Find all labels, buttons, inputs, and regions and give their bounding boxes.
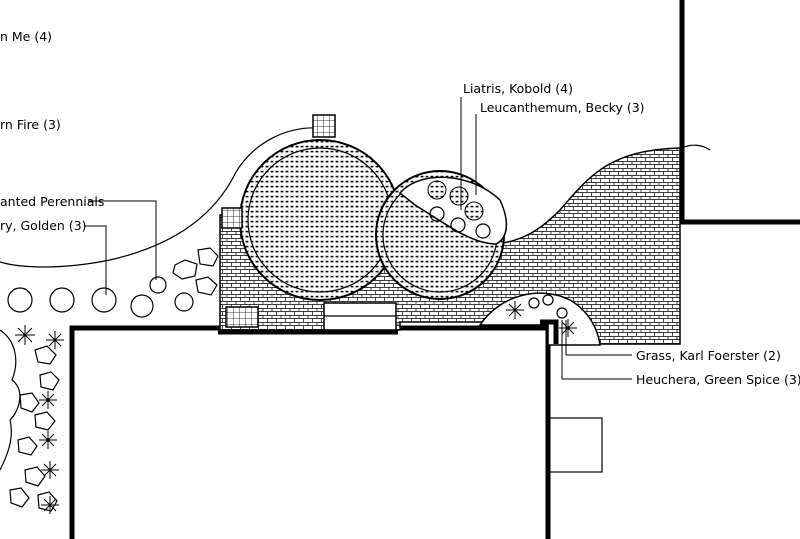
plant-label: ry, Golden (3) bbox=[0, 218, 87, 233]
crescent-planting-bed bbox=[398, 176, 508, 245]
planting-bed-lower bbox=[478, 292, 601, 346]
circle-patio-large bbox=[239, 139, 401, 301]
lower-bed-plants bbox=[528, 294, 568, 319]
plant-label: Leucanthemum, Becky (3) bbox=[480, 100, 645, 115]
crescent-plants bbox=[427, 180, 491, 239]
grass-shrubs bbox=[15, 301, 577, 514]
plant-label: Heuchera, Green Spice (3) bbox=[636, 372, 800, 387]
door-swing bbox=[681, 144, 711, 151]
plant-label: anted Perennials bbox=[0, 194, 104, 209]
leader-lines bbox=[84, 97, 632, 380]
pond-outline bbox=[0, 329, 21, 471]
stepping-stones bbox=[9, 247, 219, 512]
plant-label: n Me (4) bbox=[0, 29, 52, 44]
house-wall bbox=[69, 325, 551, 539]
perennials-row bbox=[7, 276, 194, 318]
pillar-top bbox=[312, 114, 336, 138]
grill bbox=[225, 306, 259, 328]
bump-out bbox=[547, 417, 603, 473]
pillar-left bbox=[221, 207, 243, 229]
plant-label: rn Fire (3) bbox=[0, 117, 61, 132]
plant-label: Grass, Karl Foerster (2) bbox=[636, 348, 781, 363]
plant-label: Liatris, Kobold (4) bbox=[463, 81, 573, 96]
garage-wall bbox=[679, 0, 800, 225]
